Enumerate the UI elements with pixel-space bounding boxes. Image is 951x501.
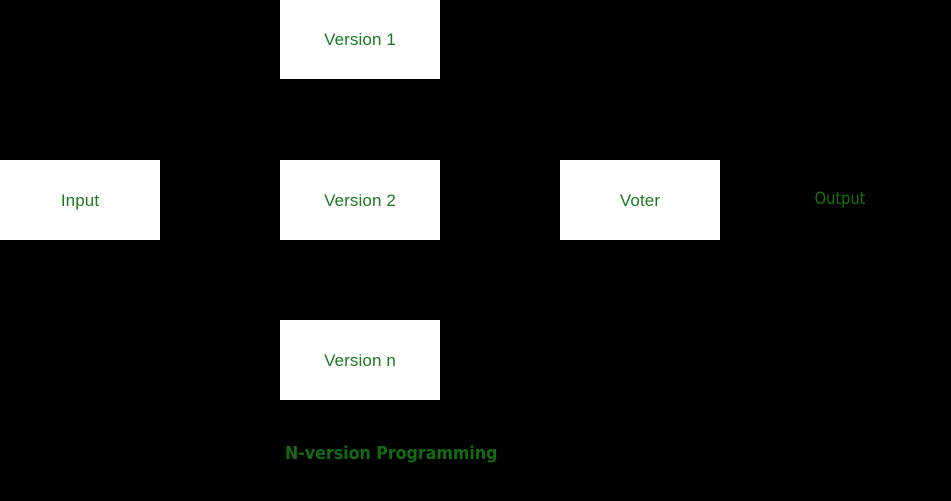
figure-caption: N-version Programming — [285, 443, 498, 464]
edge-input-to-version-1 — [160, 35, 281, 201]
node-version-1-label: Version 1 — [324, 29, 396, 49]
edge-input-to-version-n — [160, 199, 281, 365]
node-input[interactable]: Input — [0, 160, 160, 240]
edge-version-1-to-voter — [440, 39, 561, 205]
edge-version-n-to-voter — [440, 195, 561, 361]
node-voter-label: Voter — [619, 190, 661, 210]
node-version-2[interactable]: Version 2 — [280, 160, 440, 240]
node-version-2-label: Version 2 — [324, 190, 396, 210]
node-output-label: Output — [814, 189, 866, 209]
node-input-label: Input — [60, 190, 100, 210]
node-voter[interactable]: Voter — [560, 160, 720, 240]
node-version-n[interactable]: Version n — [280, 320, 440, 400]
node-version-n-label: Version n — [324, 350, 396, 370]
node-version-1[interactable]: Version 1 — [280, 0, 440, 79]
